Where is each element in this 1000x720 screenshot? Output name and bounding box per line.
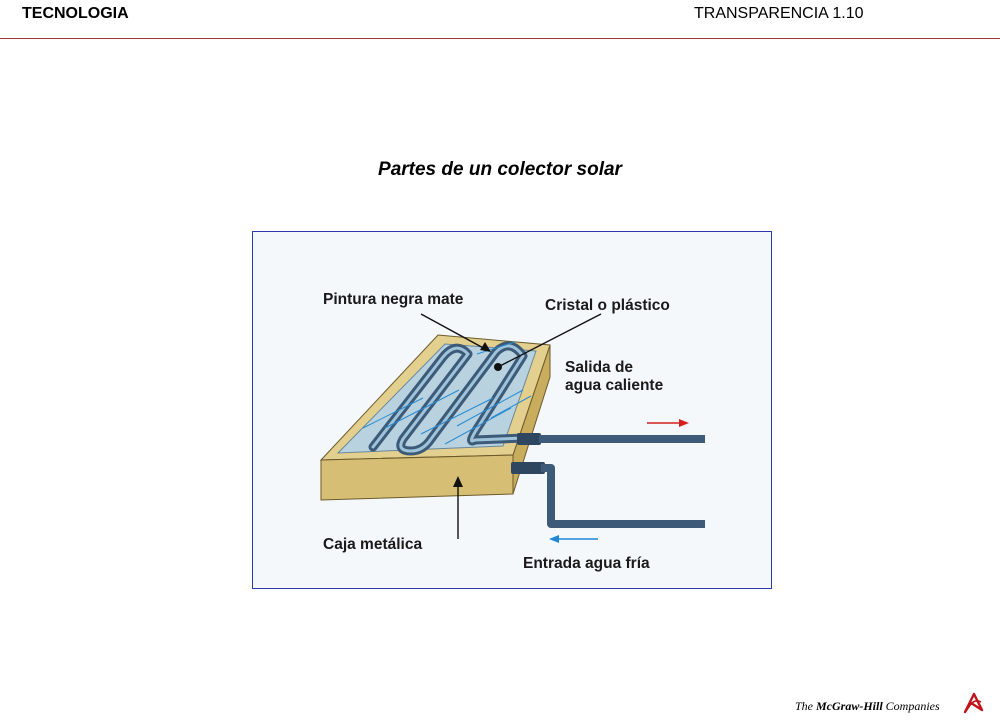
cold-inlet-connector <box>511 462 545 474</box>
publisher-logo-text: The McGraw-Hill Companies <box>795 699 940 714</box>
box-arrowhead <box>453 476 463 487</box>
cold-inlet-pipe <box>541 464 705 528</box>
logo-suffix: Companies <box>882 699 940 713</box>
glass-pointer-dot <box>494 363 502 371</box>
solar-collector-figure: Pintura negra mate Cristal o plástico Sa… <box>252 231 772 589</box>
cold-flow-arrow <box>549 535 598 543</box>
label-inlet: Entrada agua fría <box>523 555 650 572</box>
hot-outlet-pipe <box>539 435 705 443</box>
solar-collector-diagram: Pintura negra mate Cristal o plástico Sa… <box>319 291 705 572</box>
box-front-face <box>320 454 514 501</box>
label-outlet-line1: Salida de <box>565 359 633 376</box>
mcgraw-hill-mark-icon <box>963 692 984 714</box>
header-subject: TECNOLOGIA <box>22 5 129 22</box>
hot-flow-arrow <box>647 419 689 427</box>
absorber-tube-inner <box>371 344 527 453</box>
header-slide-number: TRANSPARENCIA 1.10 <box>694 5 864 22</box>
slide-title: Partes de un colector solar <box>378 159 622 180</box>
label-outlet-line2: agua caliente <box>565 377 664 394</box>
logo-brand: McGraw-Hill <box>816 699 883 713</box>
hot-outlet-connector <box>517 433 541 445</box>
label-glass: Cristal o plástico <box>545 297 670 314</box>
publisher-logo: The McGraw-Hill Companies <box>790 692 990 718</box>
paint-arrowhead <box>480 342 491 352</box>
label-box: Caja metálica <box>323 536 422 553</box>
logo-prefix: The <box>795 699 816 713</box>
header-divider <box>0 38 1000 39</box>
leader-lines <box>420 313 602 539</box>
label-paint: Pintura negra mate <box>323 291 464 308</box>
glass-reflections <box>362 341 532 445</box>
